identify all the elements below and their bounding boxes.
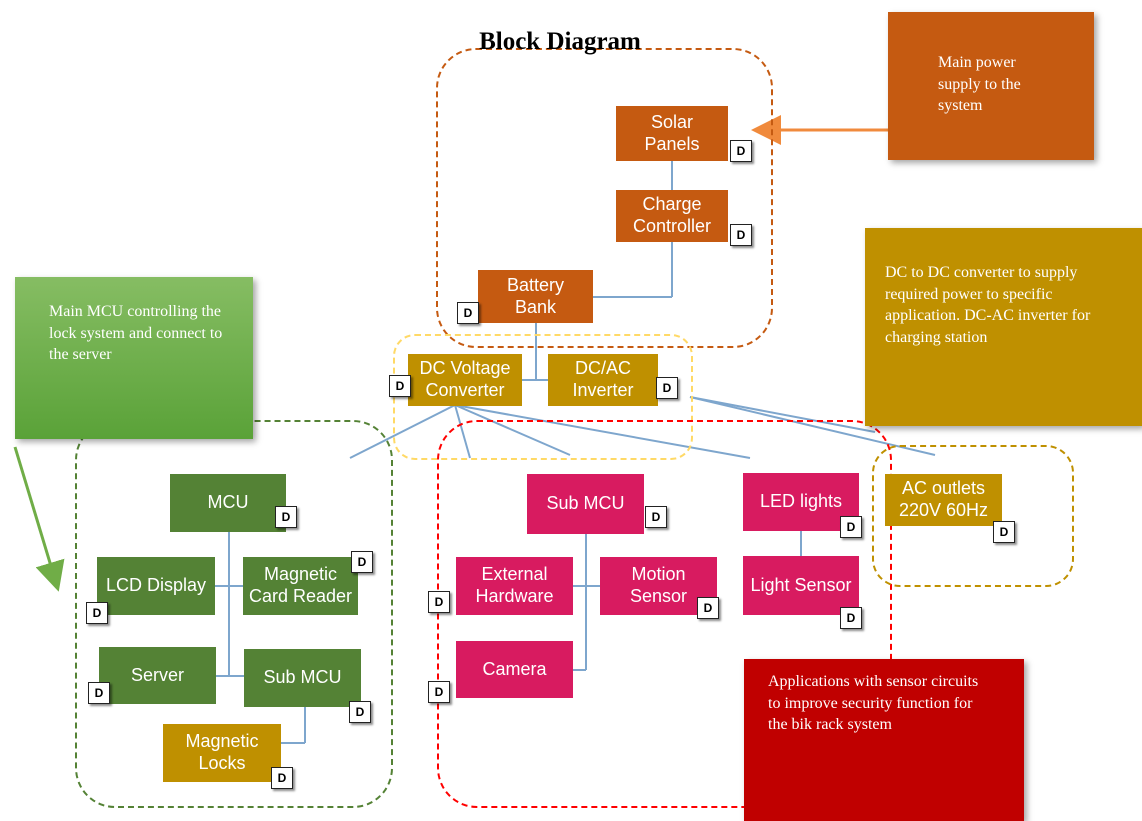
d-badge: D — [389, 375, 411, 397]
battery-bank-block: Battery Bank — [478, 270, 593, 323]
d-badge: D — [86, 602, 108, 624]
d-badge: D — [697, 597, 719, 619]
external-hardware-block: External Hardware — [456, 557, 573, 615]
mcu-note: Main MCU controlling the lock system and… — [15, 277, 253, 439]
magnetic-card-reader-block: Magnetic Card Reader — [243, 557, 358, 615]
d-badge: D — [840, 607, 862, 629]
d-badge: D — [271, 767, 293, 789]
dc-ac-inverter-block: DC/AC Inverter — [548, 354, 658, 406]
sensors-note-text: Applications with sensor circuits to imp… — [768, 673, 979, 734]
d-badge: D — [351, 551, 373, 573]
arrow-mcu-note — [13, 446, 65, 592]
d-badge: D — [656, 377, 678, 399]
converter-group — [393, 334, 693, 460]
d-badge: D — [730, 140, 752, 162]
power-supply-note: Main power supply to the system — [888, 12, 1094, 160]
wire-converter-led — [454, 404, 751, 459]
magnetic-locks-block: Magnetic Locks — [163, 724, 281, 782]
server-block: Server — [99, 647, 216, 704]
d-badge: D — [349, 701, 371, 723]
charge-controller-block: Charge Controller — [616, 190, 728, 242]
d-badge: D — [457, 302, 479, 324]
d-badge: D — [993, 521, 1015, 543]
d-badge: D — [88, 682, 110, 704]
mcu-block: MCU — [170, 474, 286, 532]
light-sensor-block: Light Sensor — [743, 556, 859, 615]
diagram-title: Block Diagram — [479, 28, 641, 55]
mcu-note-text: Main MCU controlling the lock system and… — [49, 303, 223, 364]
d-badge: D — [645, 506, 667, 528]
d-badge: D — [428, 591, 450, 613]
ac-outlets-block: AC outlets 220V 60Hz — [885, 474, 1002, 526]
d-badge: D — [275, 506, 297, 528]
dc-voltage-converter-block: DC Voltage Converter — [408, 354, 522, 406]
solar-panels-block: Solar Panels — [616, 106, 728, 161]
wire-inverter-outlets-1 — [689, 396, 876, 433]
sensors-note: Applications with sensor circuits to imp… — [744, 659, 1024, 821]
d-badge: D — [840, 516, 862, 538]
sensor-group — [437, 420, 892, 808]
power-supply-note-text: Main power supply to the system — [938, 54, 1021, 115]
d-badge: D — [428, 681, 450, 703]
d-badge: D — [730, 224, 752, 246]
camera-block: Camera — [456, 641, 573, 698]
wire-converter-submcu — [454, 404, 571, 456]
sub-mcu-left-block: Sub MCU — [244, 649, 361, 707]
power-source-group — [436, 48, 773, 348]
converter-note-text: DC to DC converter to supply required po… — [885, 264, 1091, 346]
lcd-display-block: LCD Display — [97, 557, 215, 615]
sub-mcu-right-block: Sub MCU — [527, 474, 644, 534]
converter-note: DC to DC converter to supply required po… — [865, 228, 1142, 426]
led-lights-block: LED lights — [743, 473, 859, 531]
outlet-group — [872, 445, 1074, 587]
